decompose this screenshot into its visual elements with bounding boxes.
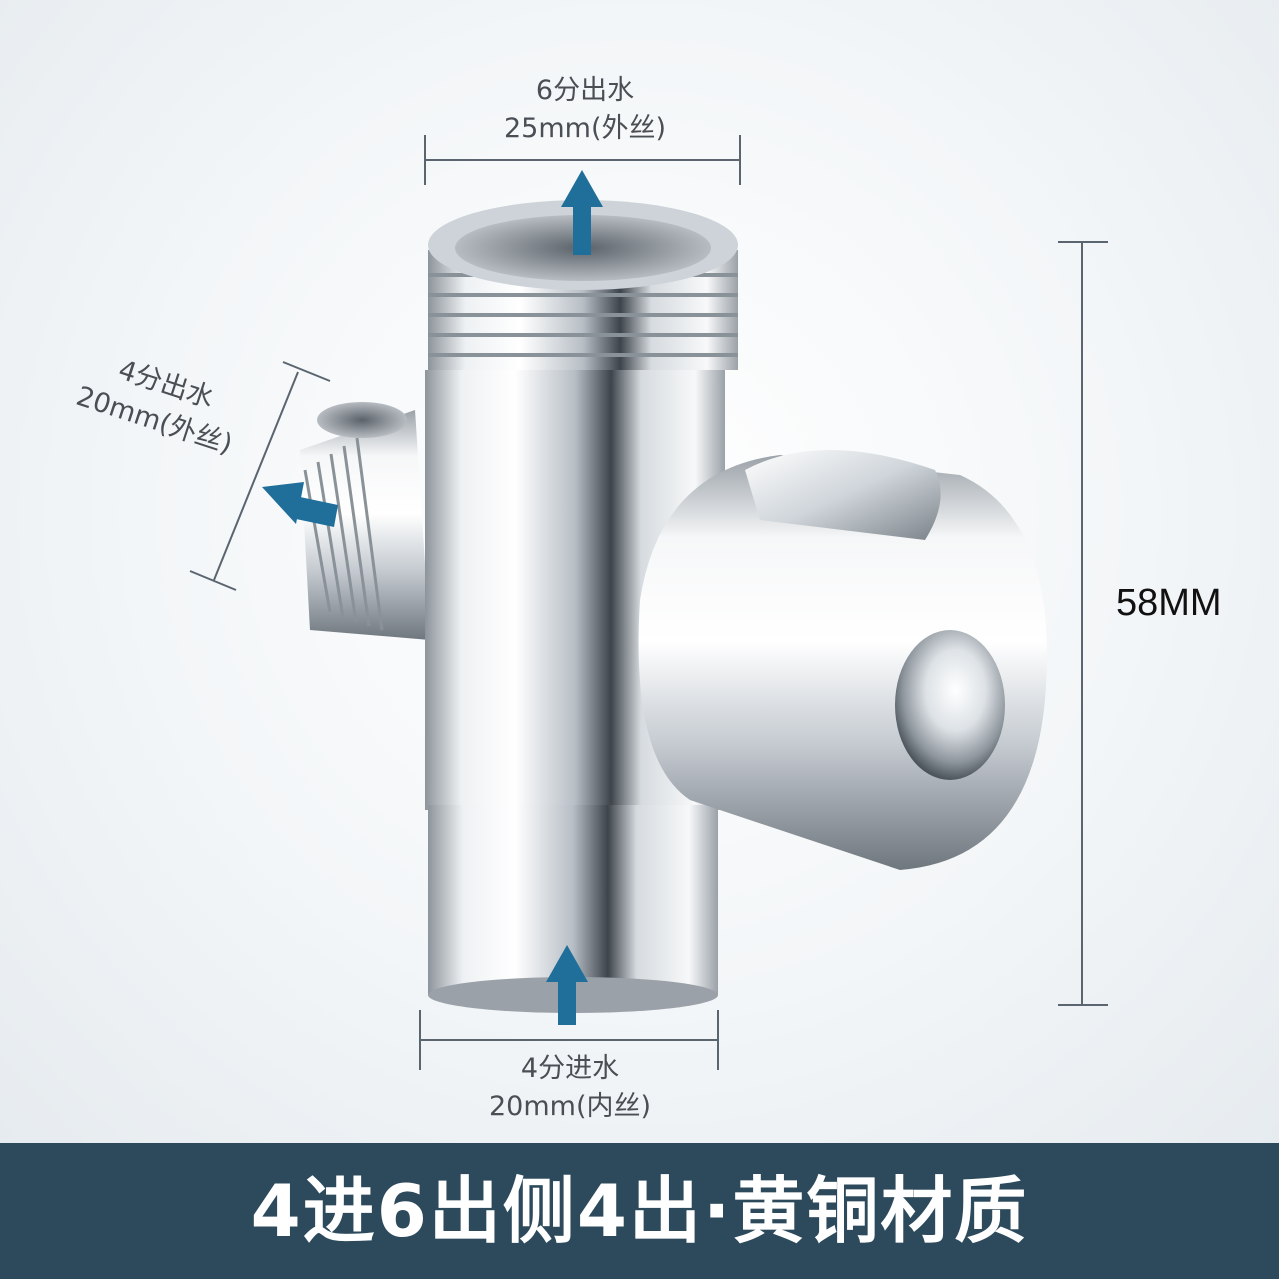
bottom-banner bbox=[0, 1143, 1279, 1279]
top-outlet-size: 6分出水 bbox=[535, 75, 635, 106]
top-outlet-label: 6分出水 25mm(外丝) bbox=[430, 72, 740, 148]
side-outlet-fitting bbox=[300, 402, 430, 640]
inlet-label: 4分进水 20mm(内丝) bbox=[410, 1050, 730, 1126]
arrow-up-bottom-icon bbox=[546, 945, 588, 1025]
valve-body bbox=[638, 450, 1047, 870]
arrow-up-top-icon bbox=[561, 170, 603, 255]
valve-knob bbox=[895, 630, 1005, 780]
arrow-left-icon bbox=[262, 482, 338, 527]
height-dimension: 58MM bbox=[1116, 582, 1222, 624]
dimension-lines bbox=[189, 135, 1108, 1070]
inlet-thread: 20mm(内丝) bbox=[488, 1091, 652, 1122]
product-stage: 6分出水 25mm(外丝) 4分出水 20mm(外丝) 4分进水 20mm(内丝… bbox=[0, 0, 1279, 1143]
diverter-handle bbox=[745, 450, 941, 540]
top-outlet-thread: 25mm(外丝) bbox=[503, 113, 667, 144]
flow-arrows bbox=[262, 170, 603, 1025]
product-illustration bbox=[189, 135, 1108, 1070]
inlet-size: 4分进水 bbox=[520, 1053, 620, 1084]
banner-text: 4进6出侧4出·黄铜材质 bbox=[250, 1169, 1029, 1253]
